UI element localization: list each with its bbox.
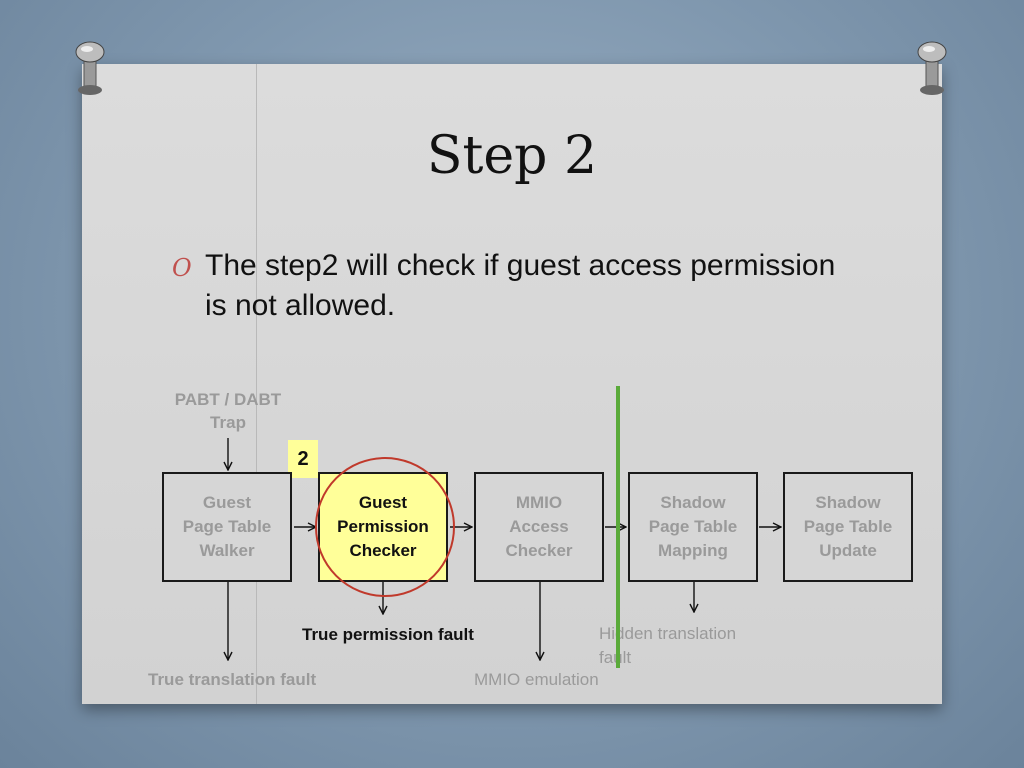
highlight-circle [315, 457, 455, 597]
slide-title: Step 2 [426, 126, 598, 186]
card-fold-line [256, 64, 257, 704]
hidden-translation-fault-label: Hidden translation fault [599, 624, 737, 667]
bullet-text: The step2 will check if guest access per… [205, 249, 836, 322]
slide-card [82, 64, 942, 704]
true-translation-fault-label: True translation fault [148, 670, 317, 689]
pin-left-icon [75, 41, 105, 95]
trap-label: PABT / DABT Trap [174, 390, 282, 432]
true-permission-fault-label: True permission fault [302, 625, 474, 644]
bullet-marker: O [172, 254, 192, 282]
pin-right-icon [917, 41, 947, 95]
mmio-emulation-label: MMIO emulation [474, 670, 599, 689]
step-badge: 2 [288, 440, 318, 478]
